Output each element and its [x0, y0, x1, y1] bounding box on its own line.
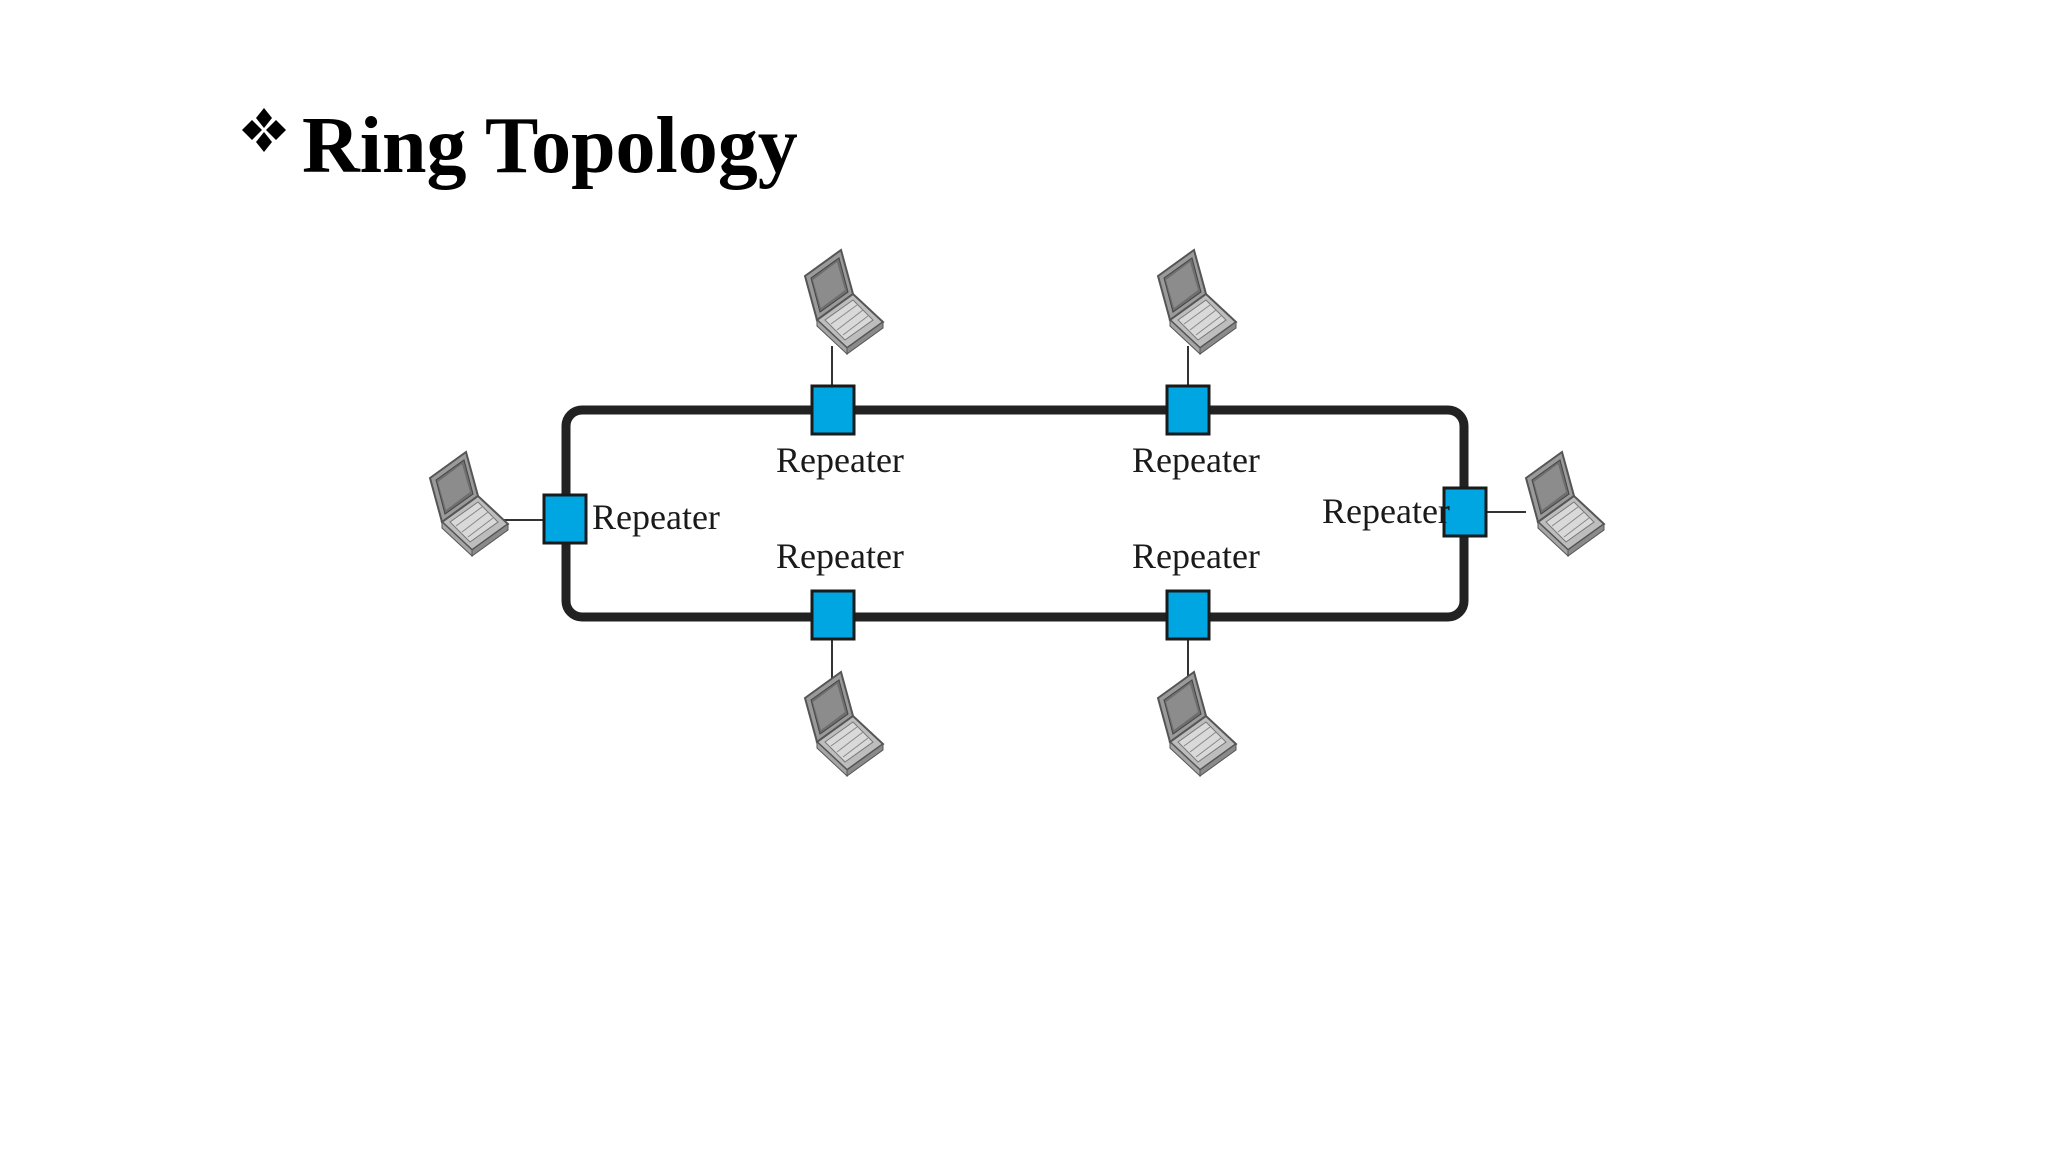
repeater-label: Repeater: [1322, 491, 1450, 531]
repeater-label: Repeater: [592, 497, 720, 537]
laptop-icon: [804, 671, 884, 777]
ring-node-top-2: Repeater: [1132, 249, 1260, 480]
repeater: [542, 493, 588, 545]
repeater: [1165, 589, 1211, 641]
repeater-label: Repeater: [776, 440, 904, 480]
repeater-label: Repeater: [1132, 536, 1260, 576]
four-diamond-bullet-icon: [242, 108, 286, 152]
page-title: Ring Topology: [302, 102, 798, 190]
ring-node-left: Repeater: [429, 451, 720, 557]
repeater: [810, 384, 856, 436]
ring-node-bottom-2: Repeater: [1132, 536, 1260, 777]
repeater: [1165, 384, 1211, 436]
laptop-icon: [1157, 249, 1237, 355]
repeater: [1442, 486, 1488, 538]
ring-node-bottom-1: Repeater: [776, 536, 904, 777]
laptop-icon: [1525, 451, 1605, 557]
repeater-label: Repeater: [1132, 440, 1260, 480]
laptop-icon: [429, 451, 509, 557]
ring-node-top-1: Repeater: [776, 249, 904, 480]
repeater-label: Repeater: [776, 536, 904, 576]
laptop-icon: [804, 249, 884, 355]
laptop-icon: [1157, 671, 1237, 777]
ring-node-right: Repeater: [1322, 451, 1605, 557]
repeater: [810, 589, 856, 641]
slide-title: Ring Topology: [240, 96, 798, 196]
